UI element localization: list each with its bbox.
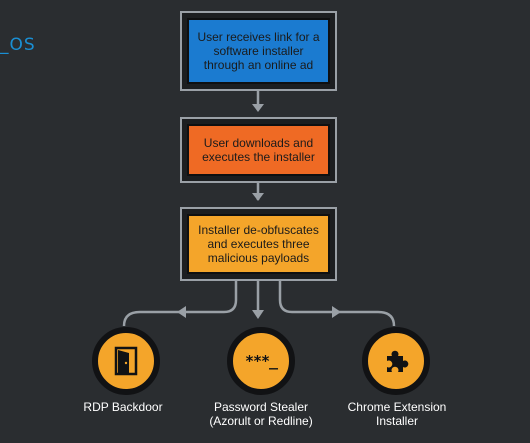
payload-rdp-backdoor	[92, 327, 160, 395]
payload-label: RDP Backdoor	[83, 400, 163, 414]
arrow-head	[177, 306, 186, 318]
payload-chrome-extension	[362, 327, 430, 395]
flow-step-deobfuscate: Installer de-obfuscates and executes thr…	[180, 207, 337, 281]
password-icon: ***_	[244, 352, 278, 370]
connector-line	[278, 281, 396, 327]
arrow-head	[252, 193, 264, 201]
brand-logo: _OS	[0, 35, 36, 55]
flow-step-label: Installer de-obfuscates and executes thr…	[187, 214, 330, 274]
arrow-head	[252, 310, 264, 319]
arrow-head	[252, 104, 264, 112]
payload-label: Chrome Extension Installer	[347, 400, 447, 428]
flow-step-download: User downloads and executes the installe…	[180, 117, 337, 183]
payload-password-stealer: ***_	[227, 327, 295, 395]
door-icon	[114, 346, 138, 376]
flow-step-ad-link: User receives link for a software instal…	[180, 11, 337, 91]
flow-step-label: User downloads and executes the installe…	[187, 124, 330, 176]
puzzle-piece-icon	[387, 350, 409, 372]
flow-step-label: User receives link for a software instal…	[187, 18, 330, 84]
arrow-head	[332, 306, 341, 318]
connector-line	[122, 281, 238, 327]
payload-label: Password Stealer (Azorult or Redline)	[209, 400, 313, 428]
